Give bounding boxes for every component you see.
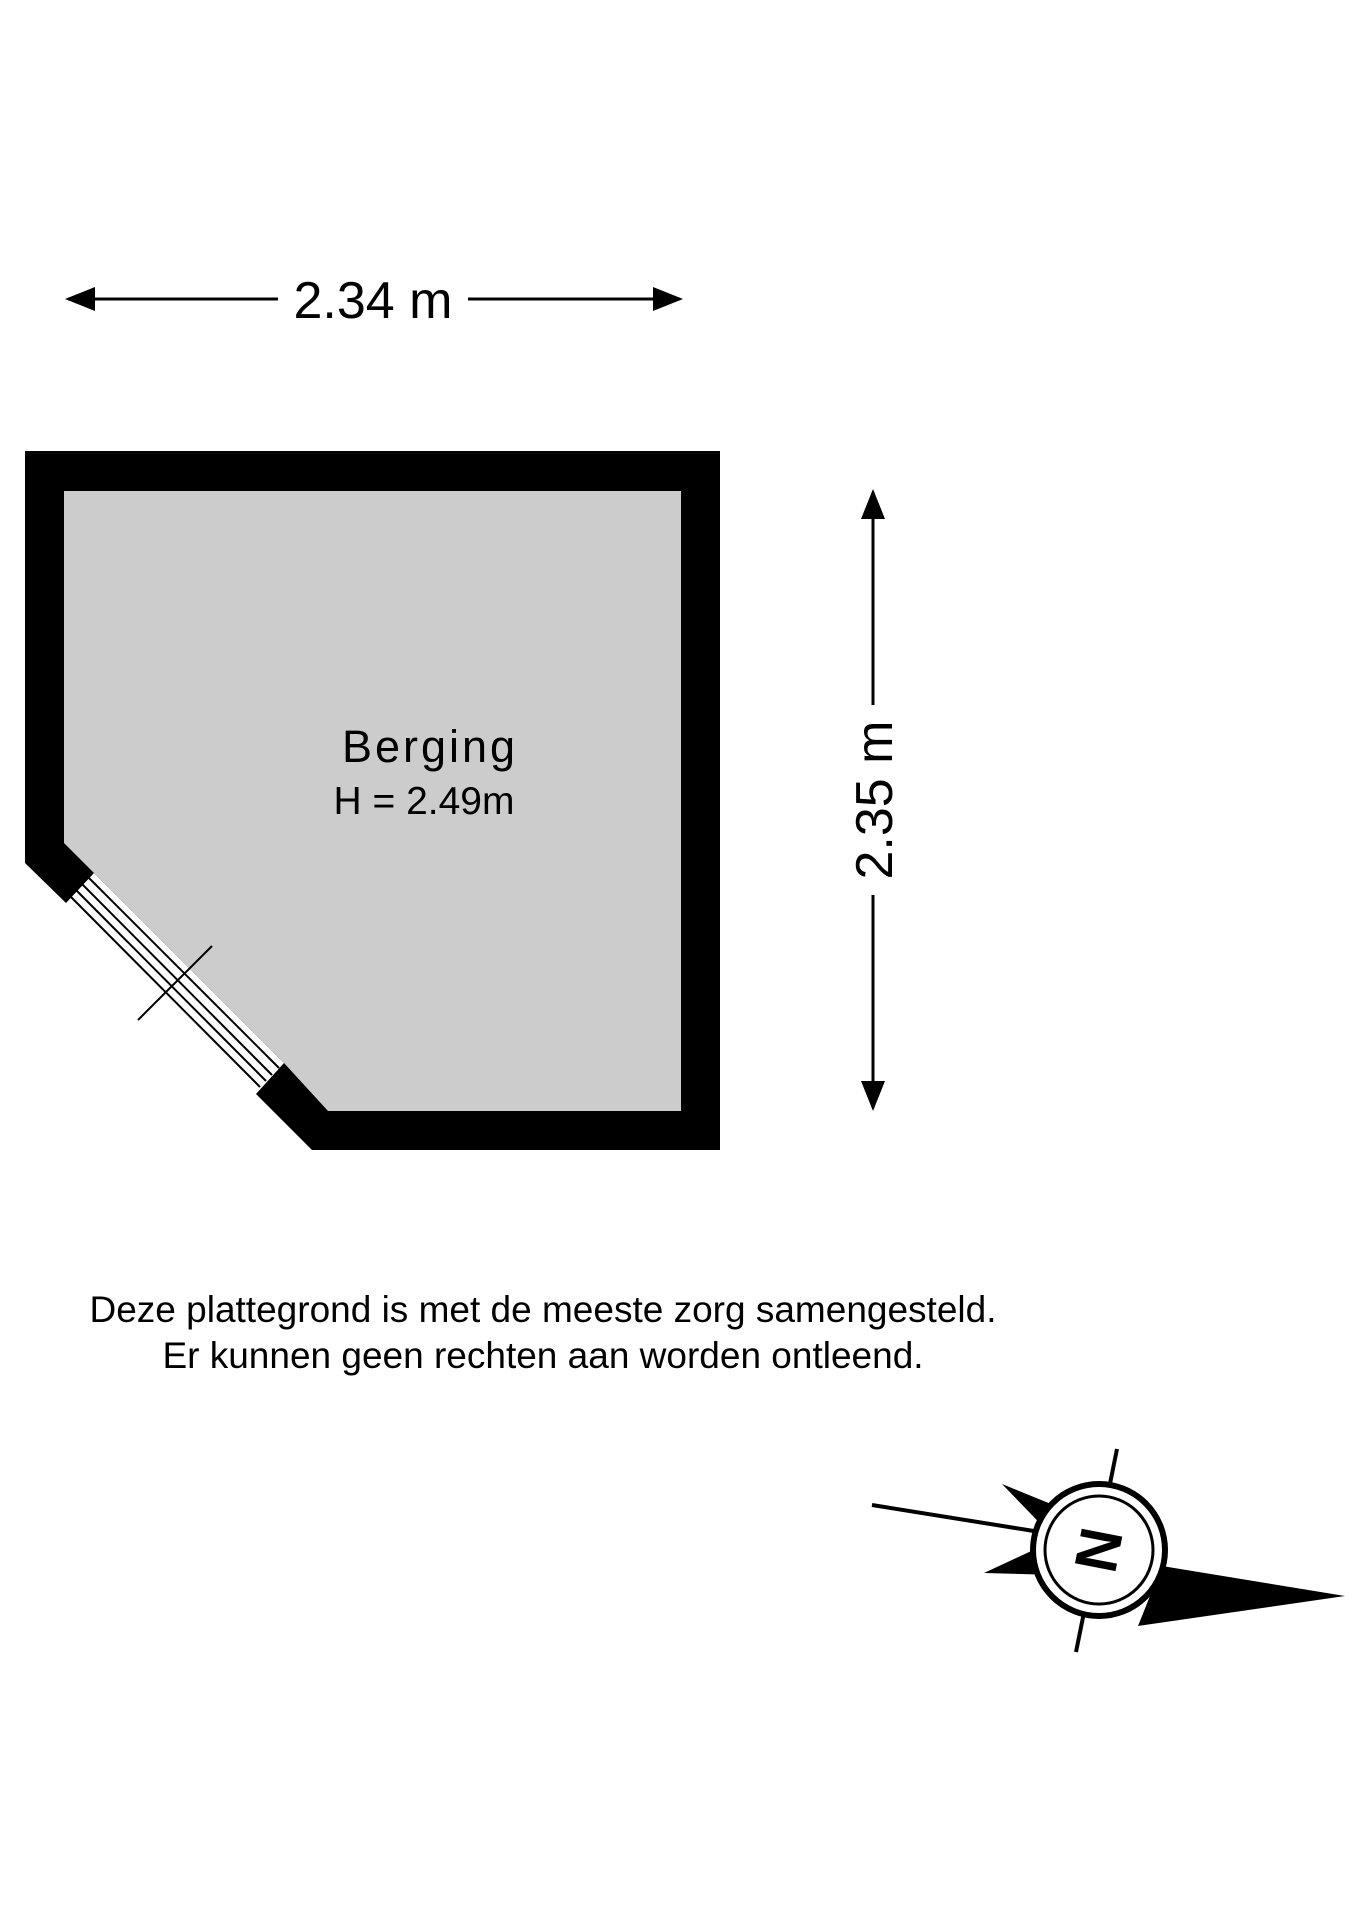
disclaimer: Deze plattegrond is met de meeste zorg s… bbox=[90, 1289, 997, 1376]
depth-dimension-label: 2.35 m bbox=[846, 721, 904, 880]
diagonal-window bbox=[69, 877, 280, 1088]
compass-rose-icon: N bbox=[871, 1448, 1345, 1653]
width-dimension: 2.34 m bbox=[65, 272, 683, 330]
room-berging: Berging H = 2.49m bbox=[25, 451, 720, 1150]
disclaimer-line-1: Deze plattegrond is met de meeste zorg s… bbox=[90, 1289, 997, 1330]
width-dimension-label: 2.34 m bbox=[294, 272, 453, 330]
room-name: Berging bbox=[342, 721, 518, 772]
room-floor bbox=[64, 491, 681, 1111]
room-height: H = 2.49m bbox=[333, 780, 514, 823]
depth-dimension: 2.35 m bbox=[846, 489, 904, 1111]
window-center-mark bbox=[137, 945, 213, 1021]
disclaimer-line-2: Er kunnen geen rechten aan worden ontlee… bbox=[162, 1335, 923, 1376]
